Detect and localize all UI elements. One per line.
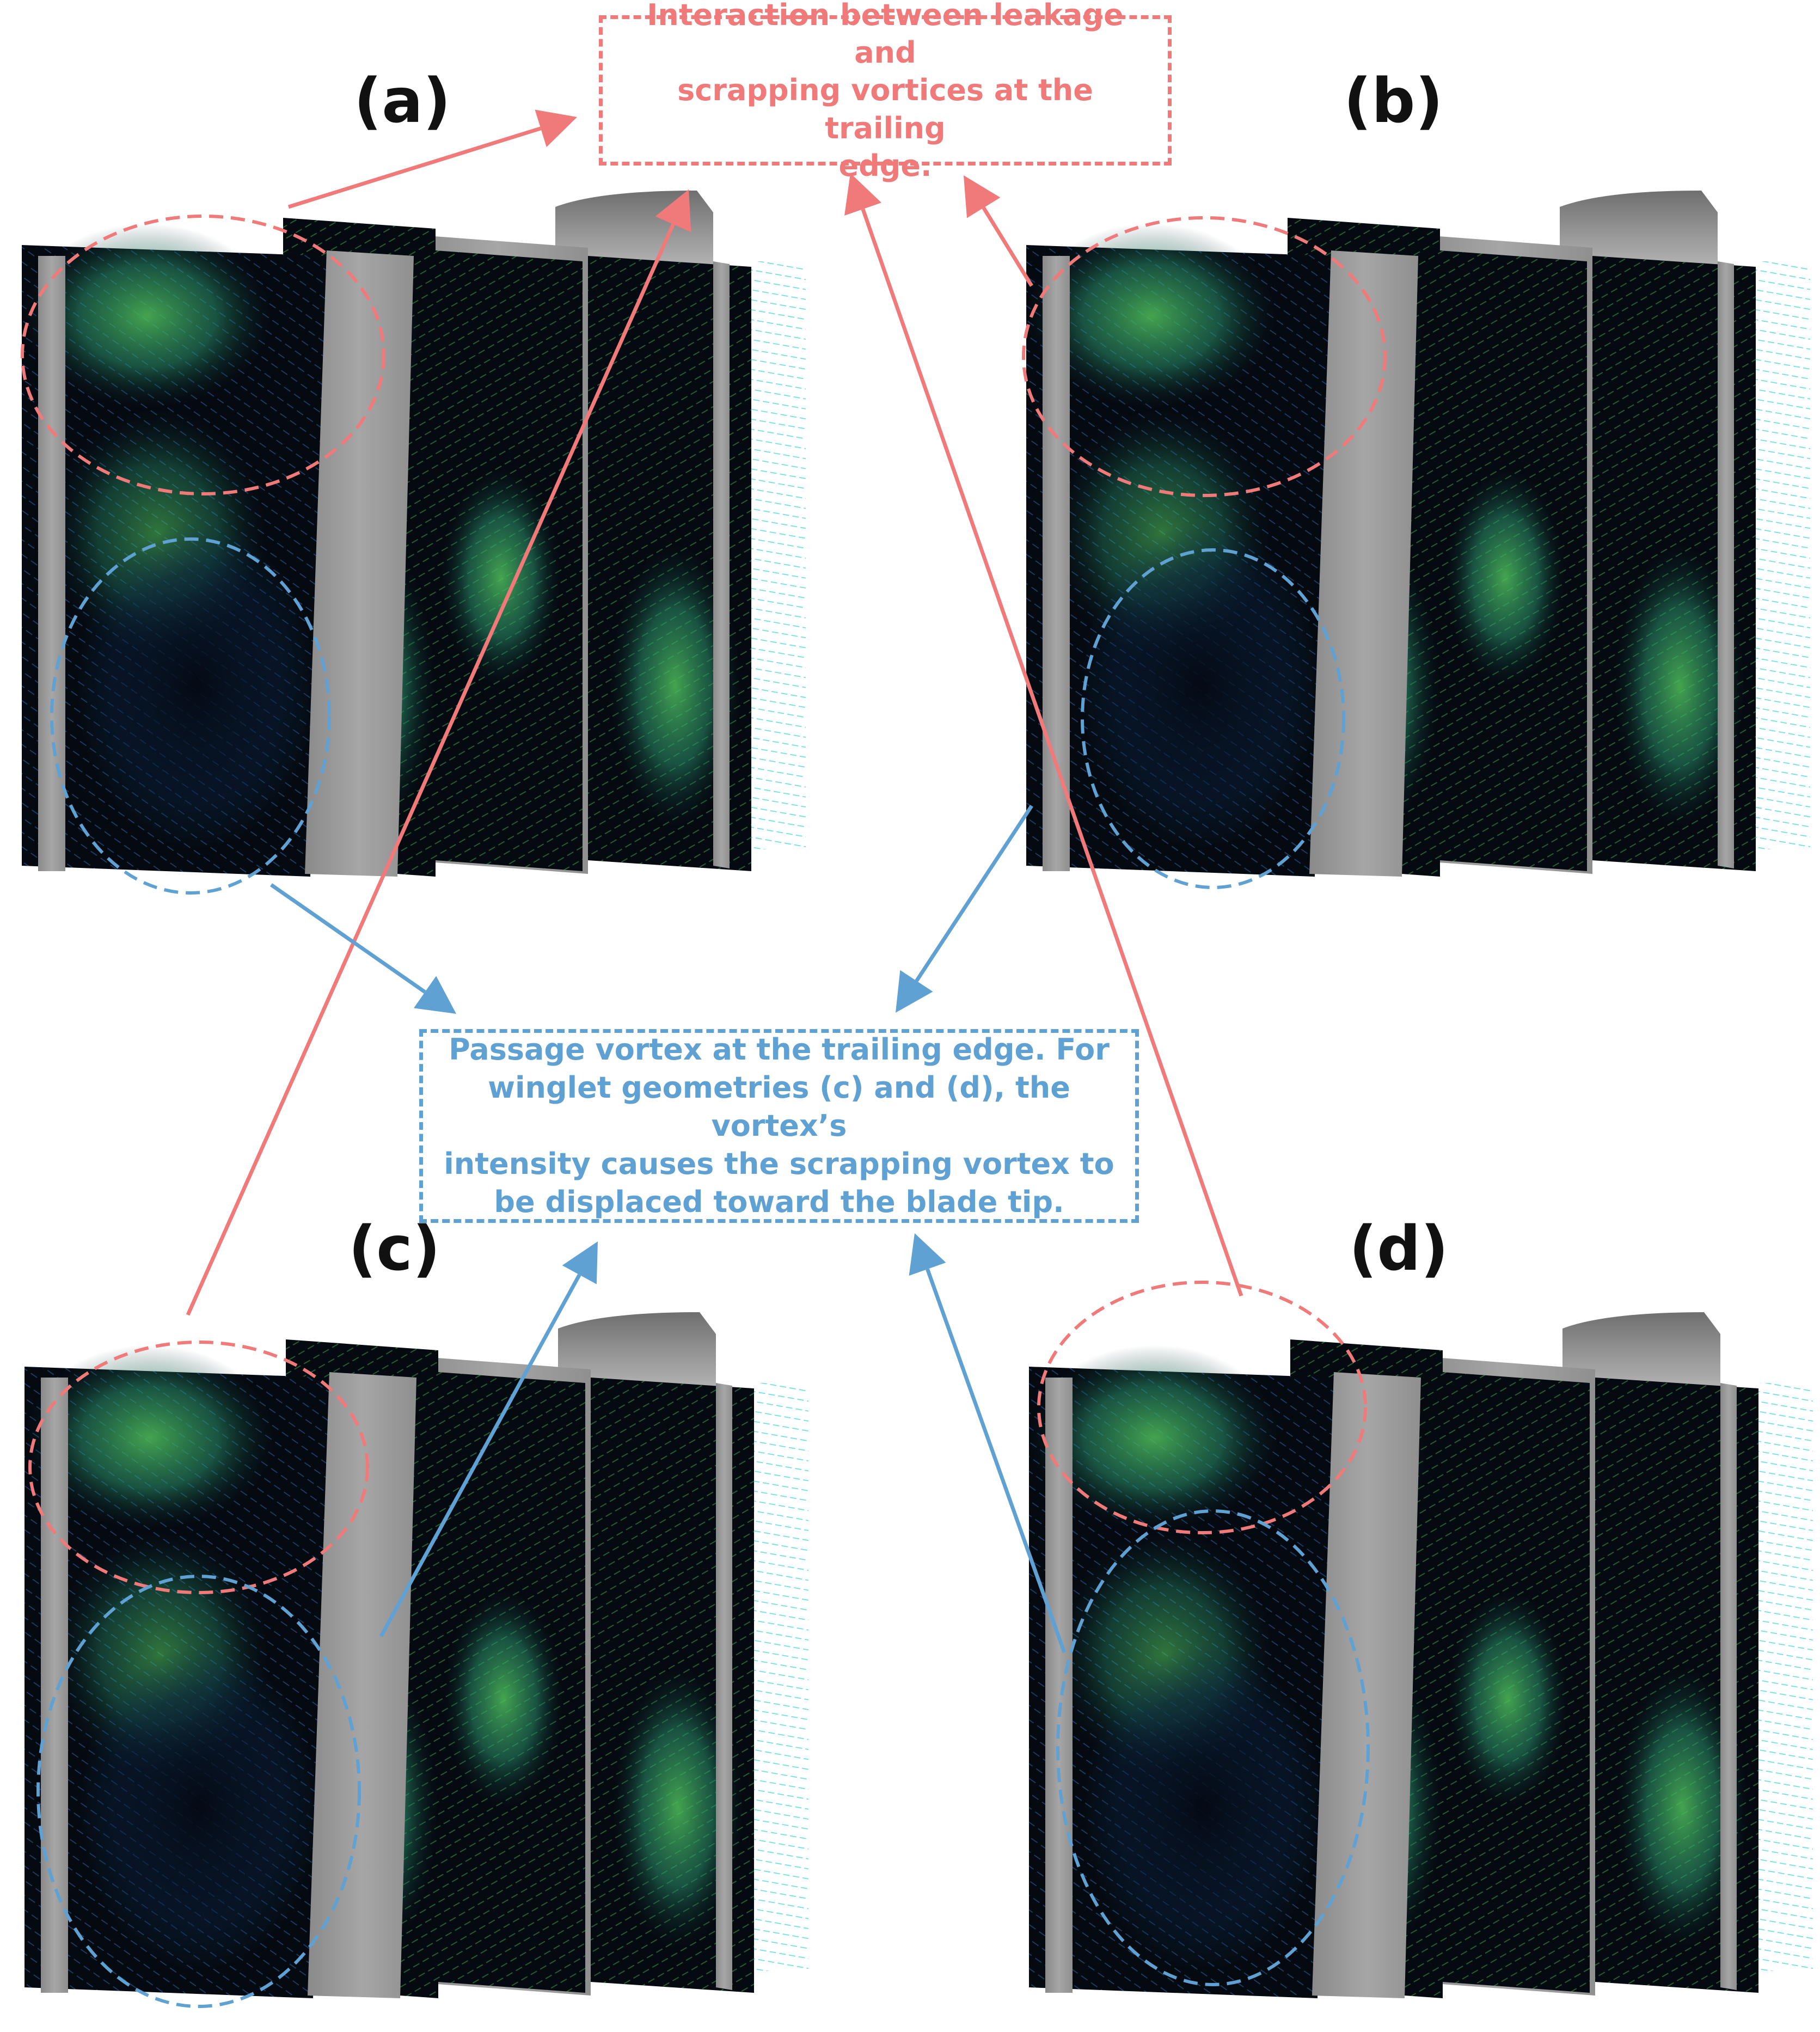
front-tip-vortex bbox=[1026, 223, 1277, 408]
arrow-a-to-leakage-head bbox=[535, 109, 577, 148]
arrow-c-to-leakage bbox=[186, 189, 691, 1316]
arrow-d-to-passage-shaft bbox=[926, 1268, 1067, 1654]
passage-vortex-region-a bbox=[50, 537, 331, 895]
leakage-region-a bbox=[21, 215, 385, 495]
arrow-c-to-passage bbox=[379, 1241, 598, 1637]
arrow-a-to-passage-shaft bbox=[269, 883, 426, 994]
arrow-a-to-leakage-shaft bbox=[287, 126, 542, 209]
arrow-c-to-passage-shaft bbox=[379, 1274, 581, 1637]
front-blade bbox=[305, 250, 414, 877]
blade-tip-cap bbox=[1562, 1312, 1720, 1394]
middle-slice-2-vortex bbox=[1448, 1590, 1568, 1808]
front-left-blade bbox=[41, 1378, 68, 1993]
rear-slice-vortex bbox=[1617, 1666, 1748, 1949]
panel-a bbox=[22, 191, 806, 877]
leakage-scrapping-callout: Interaction between leakage and scrappin… bbox=[599, 0, 1172, 183]
arrow-d-to-leakage-head bbox=[844, 173, 882, 216]
blade-tip-cap bbox=[1560, 191, 1718, 272]
arrow-c-to-passage-head bbox=[562, 1241, 598, 1284]
rear-blade bbox=[713, 261, 730, 868]
rear-blade bbox=[1720, 1383, 1737, 1990]
arrow-a-to-leakage bbox=[287, 109, 577, 209]
front-passage-vortex-core bbox=[1081, 523, 1320, 849]
arrow-d-to-passage bbox=[909, 1233, 1067, 1654]
panel-label-c: (c) bbox=[348, 1214, 440, 1284]
blade-tip-cap bbox=[558, 1312, 716, 1394]
arrow-a-to-passage-head bbox=[413, 976, 456, 1014]
arrow-c-to-leakage-head bbox=[655, 189, 691, 232]
rear-slice-vortex bbox=[1614, 544, 1745, 828]
front-passage-vortex-core bbox=[1083, 1644, 1323, 1971]
front-tip-vortex bbox=[1029, 1345, 1279, 1530]
rear-slice-vortex bbox=[610, 544, 740, 828]
middle-slice-2-vortex bbox=[444, 1590, 563, 1808]
arrow-b-to-passage-shaft bbox=[915, 805, 1033, 982]
front-blade bbox=[308, 1372, 416, 1998]
passage-vortex-region-b bbox=[1081, 548, 1345, 889]
annotation-layer bbox=[21, 109, 1387, 2008]
panel-label-b: (b) bbox=[1344, 66, 1443, 137]
rear-blade bbox=[716, 1383, 732, 1990]
arrow-b-to-leakage bbox=[964, 175, 1033, 287]
front-blade bbox=[1309, 250, 1418, 877]
front-left-blade bbox=[1045, 1378, 1073, 1993]
panel-label-d: (d) bbox=[1349, 1214, 1449, 1284]
rear-slice-vortex bbox=[612, 1666, 743, 1949]
arrow-b-to-leakage-head bbox=[964, 175, 1001, 218]
panel-c bbox=[24, 1312, 808, 1998]
front-passage-vortex-core bbox=[76, 523, 316, 849]
front-tip-vortex bbox=[24, 1345, 275, 1530]
arrow-b-to-passage-head bbox=[896, 970, 933, 1013]
panel-b bbox=[1026, 191, 1810, 877]
middle-slice-2-vortex bbox=[1445, 468, 1565, 686]
front-left-blade bbox=[1043, 256, 1070, 871]
panel-d bbox=[1029, 1312, 1813, 1998]
arrow-b-to-passage bbox=[896, 805, 1033, 1013]
passage-vortex-region-d bbox=[1056, 1509, 1370, 1986]
front-left-blade bbox=[38, 256, 65, 871]
arrow-c-to-leakage-shaft bbox=[186, 223, 675, 1316]
middle-slice-2-vortex bbox=[441, 468, 561, 686]
arrow-d-to-leakage-shaft bbox=[861, 208, 1243, 1297]
arrow-a-to-passage bbox=[269, 883, 456, 1014]
front-blade bbox=[1312, 1372, 1421, 1998]
panels-layer bbox=[22, 191, 1813, 1998]
leakage-region-c bbox=[28, 1341, 369, 1594]
arrow-d-to-leakage bbox=[844, 173, 1243, 1297]
front-tip-vortex bbox=[22, 223, 272, 408]
front-passage-vortex-core bbox=[79, 1644, 318, 1971]
arrow-d-to-passage-head bbox=[909, 1233, 946, 1276]
arrow-b-to-leakage-shaft bbox=[982, 206, 1033, 287]
passage-vortex-callout: Passage vortex at the trailing edge. For… bbox=[419, 1029, 1139, 1223]
leakage-region-b bbox=[1022, 216, 1387, 497]
panel-label-a: (a) bbox=[354, 66, 451, 137]
passage-vortex-region-c bbox=[36, 1575, 361, 2008]
leakage-region-d bbox=[1037, 1281, 1367, 1534]
rear-blade bbox=[1718, 261, 1734, 868]
